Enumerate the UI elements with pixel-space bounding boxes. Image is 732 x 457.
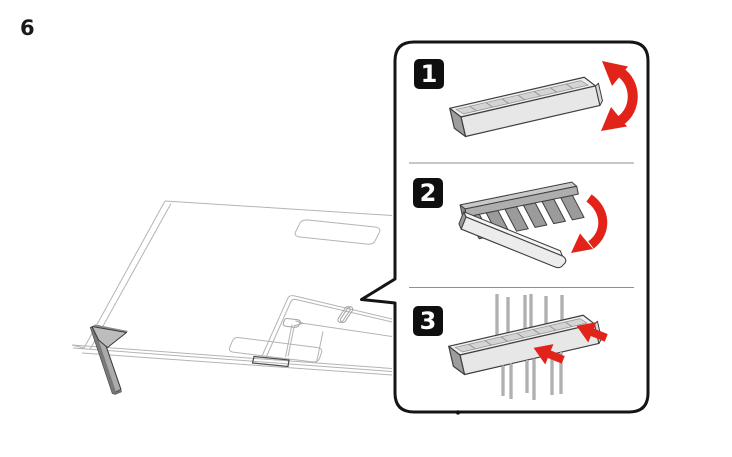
- keyhole-slot: [282, 317, 305, 328]
- swing-open-arrow-icon: [571, 194, 608, 253]
- step-2-illustration: [458, 181, 608, 269]
- bracket-tab: [251, 355, 290, 368]
- step-2-badge: 2: [413, 178, 443, 208]
- step-3-illustration: [448, 294, 608, 400]
- pry-tool: [89, 324, 128, 395]
- page-step-number: 6: [20, 16, 35, 40]
- press-in-arrow-icon: [576, 322, 608, 343]
- press-in-arrow-icon: [533, 344, 565, 365]
- cables: [495, 294, 564, 335]
- cables: [501, 352, 563, 400]
- panel-pointer-dot: [455, 410, 461, 415]
- latch-slot: [337, 306, 354, 323]
- device-vent-outline: [294, 219, 381, 245]
- device-outline: [71, 200, 393, 376]
- step-1-badge: 1: [414, 59, 444, 89]
- bracket-plate-outline: [228, 336, 323, 363]
- cable-bracket-recess: [261, 295, 393, 363]
- rotate-up-down-arrow-icon: [601, 61, 638, 131]
- step-1-illustration: [449, 61, 638, 140]
- device-illustration: [71, 200, 393, 395]
- cable-bracket-bar: [458, 211, 567, 269]
- step-3-badge: 3: [413, 306, 443, 336]
